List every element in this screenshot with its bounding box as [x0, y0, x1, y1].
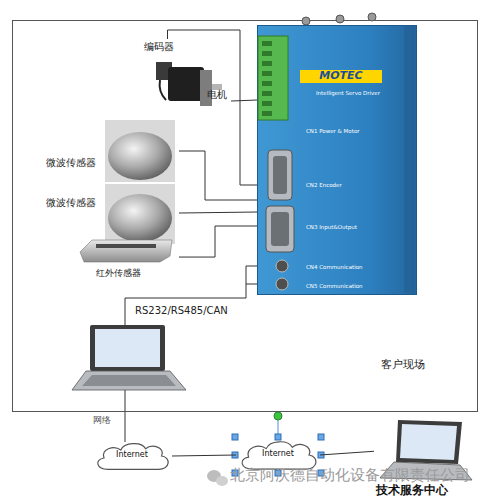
connector-wire [179, 151, 257, 200]
terminal-block [258, 36, 288, 120]
rotate-handle [274, 412, 282, 420]
cloud-label: Internet [92, 450, 172, 459]
network-cable [125, 390, 126, 442]
part-name: 微波传感器 [46, 197, 96, 209]
infrared-sensor-illustration [80, 240, 172, 262]
watermark: 北京阿沃德自动化设备有限责任公司 [230, 467, 470, 484]
port-label: CN2 Encoder [306, 182, 342, 188]
laptop-screen [400, 424, 457, 460]
station-name: 技术服务中心 [376, 484, 448, 498]
model-name: Intelligent Servo Driver [316, 90, 380, 96]
motor-part: 电机 [151, 57, 231, 113]
cable-lines [125, 266, 276, 442]
part-name: 微波传感器 [46, 157, 96, 169]
resize-handle [232, 452, 238, 458]
laptop-screen [95, 329, 160, 367]
interface-label: RS232/RS485/CAN [135, 305, 228, 317]
wechat-icon [207, 470, 228, 486]
servo-driver: MOTEC Intelligent Servo DriverCN1 Power &… [257, 25, 417, 295]
sensor-dome [108, 194, 172, 242]
part-name: 红外传感器 [96, 268, 141, 278]
motor-cable [160, 80, 166, 100]
terminal-slot [262, 101, 272, 106]
sensor-part: 微波传感器 [43, 119, 179, 183]
resize-handle [275, 434, 281, 440]
motor-flange [200, 70, 212, 106]
port-label: CN1 Power & Motor [306, 128, 360, 134]
screw [302, 17, 310, 25]
round-connector [276, 278, 288, 290]
serial-cable [125, 266, 276, 325]
part-name: 编码器 [144, 41, 174, 53]
connector-wire [231, 100, 257, 101]
screw [336, 15, 344, 23]
connector-wire [168, 30, 258, 185]
frame-title: 客户现场 [381, 359, 425, 372]
terminal-slot [262, 81, 272, 86]
connector-wire [320, 451, 374, 455]
terminal-slot [262, 71, 272, 76]
service-laptop: 技术服务中心 [374, 416, 474, 500]
round-connector [276, 260, 288, 272]
db-socket [271, 212, 289, 246]
db-socket [273, 156, 287, 194]
laptop-screen-frame [396, 420, 462, 464]
terminal-slot [262, 91, 272, 96]
network-label: 网络 [93, 415, 111, 425]
site-frame: 客户现场 MOTEC Intelligent Servo DriverCN1 Pow… [12, 20, 478, 412]
icon-bubble [216, 476, 228, 486]
photo-backdrop [105, 184, 175, 244]
screw [368, 13, 376, 21]
resize-handle [232, 434, 238, 440]
driver-details [258, 13, 415, 293]
laptop-screen-frame [90, 325, 165, 371]
connector-wire [179, 212, 257, 213]
encoder-part: 编码器 [139, 39, 196, 71]
part-name: 电机 [207, 89, 227, 101]
sensor-window [96, 244, 156, 248]
terminal-slot [262, 41, 272, 46]
connector-wire [172, 455, 236, 456]
driver-side [404, 25, 415, 293]
terminal-slots [262, 41, 272, 116]
connector-wire [179, 226, 257, 257]
microwave-sensor-illustration [105, 120, 175, 244]
motor-body [168, 67, 204, 101]
db-connector [266, 206, 294, 252]
terminal-slot [262, 51, 272, 56]
port-label: CN4 Communication [306, 264, 363, 270]
internet-cloud: Internet [92, 440, 172, 472]
sensor-dome [108, 132, 172, 180]
photo-backdrop [105, 120, 175, 182]
brand-name: MOTEC [300, 70, 382, 83]
laptop-keyboard [82, 375, 176, 386]
sensor-part: 微波传感器 [43, 185, 179, 245]
sensor-part: 红外传感器 [76, 239, 179, 281]
sensor-bar [80, 240, 172, 262]
db-connector [268, 150, 292, 200]
laptop-base [72, 371, 186, 390]
resize-handle [318, 434, 324, 440]
laptop-illustration [72, 325, 186, 390]
port-label: CN3 Input&Output [306, 224, 357, 230]
terminal-slot [262, 111, 272, 116]
port-label: CN5 Communication [306, 283, 363, 289]
resize-handle [318, 452, 324, 458]
terminal-slot [262, 61, 272, 66]
cloud-label: Internet [236, 449, 320, 458]
